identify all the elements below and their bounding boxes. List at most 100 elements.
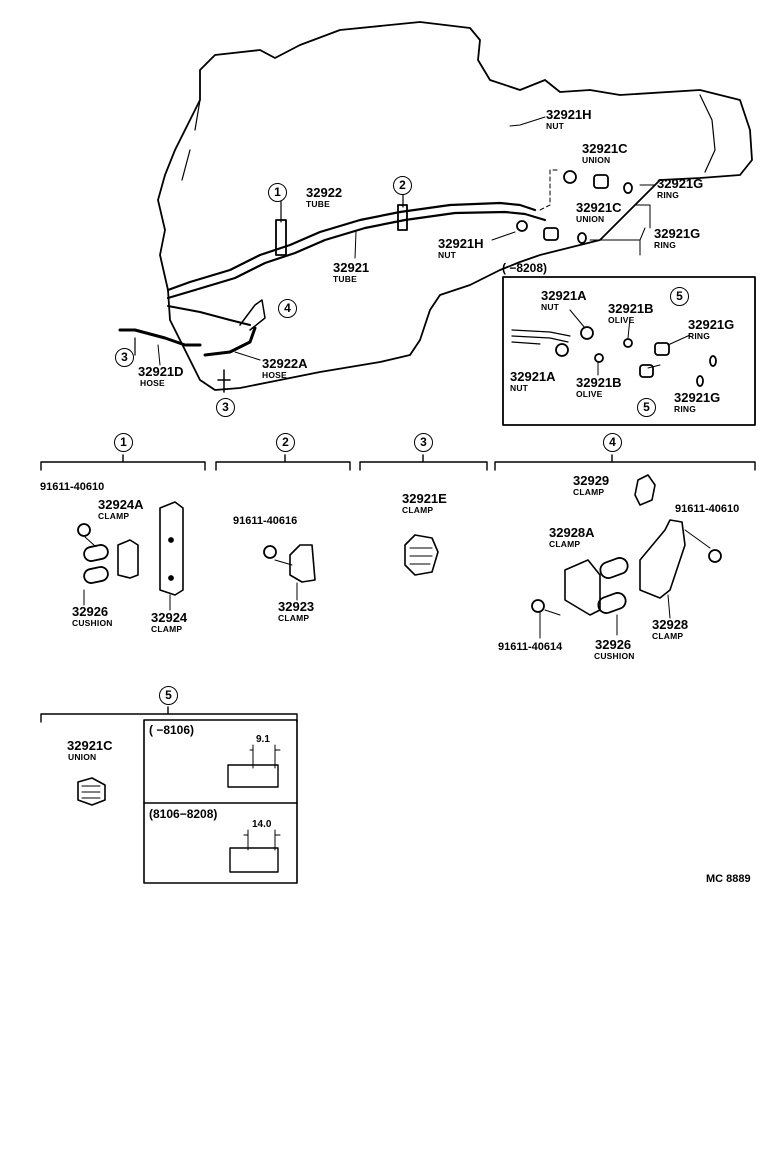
- s1-label-32924: 32924: [151, 610, 188, 625]
- s4-label-clamp-28: CLAMP: [652, 631, 684, 641]
- s4-label-32928A: 32928A: [549, 525, 595, 540]
- tube-32921: [166, 210, 547, 300]
- s4-label-cushion: CUSHION: [594, 651, 635, 661]
- cushion-1a: [83, 544, 109, 562]
- callout-1-main: 1: [268, 183, 287, 202]
- inset-label-32921G-top: 32921G: [688, 317, 735, 332]
- ring-32921G-top: [623, 182, 633, 194]
- label-ring-top: RING: [657, 190, 680, 200]
- label-tube-32921: TUBE: [333, 274, 357, 284]
- label-32921G-top: 32921G: [657, 176, 704, 191]
- inset-union-top: [654, 342, 670, 356]
- nut-32921H-mid: [516, 220, 528, 232]
- label-32921: 32921: [333, 260, 370, 275]
- clamp-32924: [159, 501, 184, 596]
- label-ring-mid: RING: [654, 240, 677, 250]
- callout-3-main: 3: [115, 348, 134, 367]
- inset-label-nut-top: NUT: [541, 302, 560, 312]
- s5-label-union: UNION: [68, 752, 97, 762]
- inset-callout-5-top: 5: [670, 287, 689, 306]
- inset-box: [502, 276, 756, 426]
- inset-olive-bot: [594, 353, 604, 363]
- s1-label-32924A: 32924A: [98, 497, 144, 512]
- s4-label-32929: 32929: [573, 473, 610, 488]
- inset-label-32921B-top: 32921B: [608, 301, 654, 316]
- reference-code: MC 8889: [706, 873, 751, 885]
- s5-label-range-b: (8106−8208): [149, 807, 218, 821]
- transmission-detail: [181, 94, 716, 181]
- inset-label-ring-top: RING: [688, 331, 711, 341]
- clamp-32928A: [564, 559, 601, 616]
- inset-label-olive-top: OLIVE: [608, 315, 635, 325]
- transmission-outline: [157, 21, 753, 391]
- s5-label-dim-b: 14.0: [252, 819, 272, 830]
- label-union-top: UNION: [582, 155, 611, 165]
- inset-olive-top: [623, 338, 633, 348]
- s1-label-clamp-a: CLAMP: [98, 511, 130, 521]
- label-32921G-mid: 32921G: [654, 226, 701, 241]
- s3-label-clamp: CLAMP: [402, 505, 434, 515]
- tube-32922: [166, 201, 537, 292]
- bolt-1: [77, 523, 91, 537]
- label-32922A: 32922A: [262, 356, 308, 371]
- s1-label-clamp: CLAMP: [151, 624, 183, 634]
- union-32921C-top: [593, 174, 609, 189]
- ring-32921G-mid: [577, 232, 587, 244]
- s4-label-91611-r: 91611-40610: [675, 503, 740, 515]
- clamp-32924A: [117, 539, 139, 579]
- label-nut-top: NUT: [546, 121, 565, 131]
- callout-2-main: 2: [393, 176, 412, 195]
- nut-32921H-top: [563, 170, 577, 184]
- label-nut-mid: NUT: [438, 250, 457, 260]
- inset-label-32921G-bot: 32921G: [674, 390, 721, 405]
- section-callout-2: 2: [276, 433, 295, 452]
- bracket-5: [40, 706, 298, 723]
- bracket-1: [40, 454, 206, 471]
- label-32921C-mid: 32921C: [576, 200, 622, 215]
- section-callout-1: 1: [114, 433, 133, 452]
- s5-label-dim-a: 9.1: [256, 734, 270, 745]
- label-hose-32921D: HOSE: [140, 378, 165, 388]
- bracket-3: [359, 454, 488, 471]
- bolt-4b: [531, 599, 545, 613]
- inset-label-32921A-bot: 32921A: [510, 369, 556, 384]
- label-32922: 32922: [306, 185, 343, 200]
- s1-label-32926: 32926: [72, 604, 109, 619]
- s1-label-cushion: CUSHION: [72, 618, 113, 628]
- bracket-2: [215, 454, 351, 471]
- bolt-2: [263, 545, 277, 559]
- s2-label-32923: 32923: [278, 599, 315, 614]
- inset-union-bot: [639, 364, 654, 378]
- section-callout-4: 4: [603, 433, 622, 452]
- s3-label-32921E: 32921E: [402, 491, 447, 506]
- label-32921H-top: 32921H: [546, 107, 592, 122]
- clamp-32928: [639, 519, 686, 599]
- inset-label-32921B-bot: 32921B: [576, 375, 622, 390]
- callout-3-lower: 3: [216, 398, 235, 417]
- inset-callout-5-bot: 5: [637, 398, 656, 417]
- s4-label-32926: 32926: [595, 637, 632, 652]
- hose-32921D: [118, 328, 202, 347]
- label-32921H-mid: 32921H: [438, 236, 484, 251]
- inset-label-32921A-top: 32921A: [541, 288, 587, 303]
- bracket-4: [494, 454, 756, 471]
- s4-label-91611-b: 91611-40614: [498, 641, 563, 653]
- tube-clamp-2: [397, 204, 408, 231]
- s5-label-32921C: 32921C: [67, 738, 113, 753]
- s1-label-91611: 91611-40610: [40, 481, 105, 493]
- inset-label-olive-bot: OLIVE: [576, 389, 603, 399]
- s4-label-clamp-29: CLAMP: [573, 487, 605, 497]
- union-32921C-mid: [543, 227, 559, 241]
- s4-label-clamp-28a: CLAMP: [549, 539, 581, 549]
- clamp-32923: [289, 544, 316, 583]
- inset-label-ring-bot: RING: [674, 404, 697, 414]
- label-tube-32922: TUBE: [306, 199, 330, 209]
- s2-label-91611: 91611-40616: [233, 515, 298, 527]
- tube-lower: [167, 305, 251, 326]
- inset-nut-top: [580, 326, 594, 340]
- section-callout-3: 3: [414, 433, 433, 452]
- label-range-8208: ( −8208): [502, 261, 548, 275]
- s5-label-range-a: ( −8106): [149, 723, 195, 737]
- inset-label-nut-bot: NUT: [510, 383, 529, 393]
